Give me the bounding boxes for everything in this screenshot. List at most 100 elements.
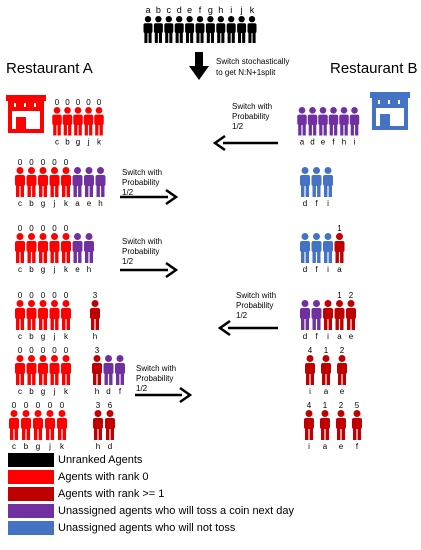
person-icon	[153, 16, 163, 43]
agent-letter: c	[18, 199, 22, 208]
agent-rank: 0	[29, 224, 34, 233]
agent-letter: d	[177, 5, 182, 15]
person-icon	[143, 16, 153, 43]
agent-letter: k	[64, 199, 69, 208]
arrow-label: Switch with	[236, 291, 276, 300]
person-icon	[300, 300, 310, 330]
person-icon	[349, 107, 360, 136]
person-icon	[311, 300, 322, 330]
caption-text: to get N:N+1split	[216, 68, 276, 77]
agent-letter: e	[349, 332, 354, 341]
agent-letter: b	[156, 5, 161, 15]
agent-letter: a	[323, 442, 328, 451]
agent-rank: 0	[12, 401, 17, 410]
arrow-label: Probability	[136, 374, 173, 383]
agent-letter: g	[36, 442, 40, 451]
person-icon	[185, 16, 195, 43]
person-icon	[33, 410, 43, 440]
person-icon	[300, 167, 310, 197]
person-icon	[300, 233, 310, 263]
arrow-label: Probability	[236, 301, 273, 310]
agent-letter: b	[29, 332, 34, 341]
agent-rank: 1	[324, 346, 329, 355]
agent-group-a4h: 3h	[90, 291, 100, 341]
agent-letter: e	[339, 442, 344, 451]
agent-rank: 0	[29, 158, 34, 167]
person-icon	[9, 410, 19, 440]
agent-rank: 0	[64, 291, 69, 300]
arrow-label: Switch with	[232, 102, 272, 111]
arrow-label: Probability	[122, 247, 159, 256]
agent-letter: k	[64, 387, 69, 396]
agent-letter: f	[119, 387, 122, 396]
agent-rank: 0	[41, 346, 46, 355]
legend-item-toss: Unassigned agents who will toss a coin n…	[8, 503, 294, 519]
agent-letter: g	[76, 138, 80, 147]
agent-letter: i	[309, 387, 311, 396]
arrow-head-icon	[165, 261, 179, 279]
agent-rank: 0	[97, 98, 102, 107]
person-icon	[205, 16, 215, 43]
agent-letter: d	[303, 332, 307, 341]
arrow-label: 1/2	[122, 257, 134, 266]
agent-letter: i	[308, 442, 310, 451]
agent-letter: d	[106, 387, 110, 396]
agent-letter: i	[327, 265, 329, 274]
agent-letter: k	[250, 5, 255, 15]
restaurant-b-title: Restaurant B	[330, 60, 418, 77]
agent-rank: 0	[65, 98, 70, 107]
agent-letter: d	[303, 199, 307, 208]
legend: Unranked Agents Agents with rank 0 Agent…	[8, 452, 294, 537]
legend-item-rank1: Agents with rank >= 1	[8, 486, 258, 502]
agent-letter: f	[315, 199, 318, 208]
legend-label: Unassigned agents who will toss a coin n…	[58, 505, 295, 517]
person-icon	[334, 233, 345, 263]
person-icon	[61, 167, 71, 197]
agent-rank: 0	[52, 346, 57, 355]
agent-rank: 2	[340, 346, 345, 355]
agent-rank: 0	[60, 401, 65, 410]
arrow-label: Switch with	[122, 237, 162, 246]
agent-letter: a	[145, 5, 150, 15]
legend-swatch	[8, 470, 54, 484]
agent-letter: h	[218, 5, 223, 15]
agent-rank: 0	[29, 346, 34, 355]
agent-letter: h	[93, 332, 97, 341]
person-icon	[320, 410, 330, 440]
legend-label: Unassigned agents who will not toss	[58, 522, 236, 534]
agent-letter: k	[60, 442, 65, 451]
agent-rank: 0	[55, 98, 60, 107]
person-icon	[346, 300, 356, 330]
restaurant-a-icon	[6, 95, 46, 133]
person-icon	[45, 410, 55, 440]
legend-swatch	[8, 487, 54, 501]
agent-letter: j	[53, 332, 56, 341]
agent-letter: e	[87, 199, 92, 208]
agent-rank: 6	[108, 401, 113, 410]
person-icon	[337, 355, 347, 385]
person-icon	[339, 107, 349, 136]
agent-letter: g	[41, 265, 45, 274]
arrow-label: Probability	[232, 112, 269, 121]
arrow-label: 1/2	[136, 384, 148, 393]
legend-label: Agents with rank 0	[58, 471, 149, 483]
person-icon	[38, 167, 48, 197]
agent-letter: a	[75, 199, 80, 208]
person-icon	[195, 16, 205, 43]
person-icon	[26, 233, 37, 263]
agent-rank: 0	[64, 346, 69, 355]
agent-letter: c	[12, 442, 16, 451]
